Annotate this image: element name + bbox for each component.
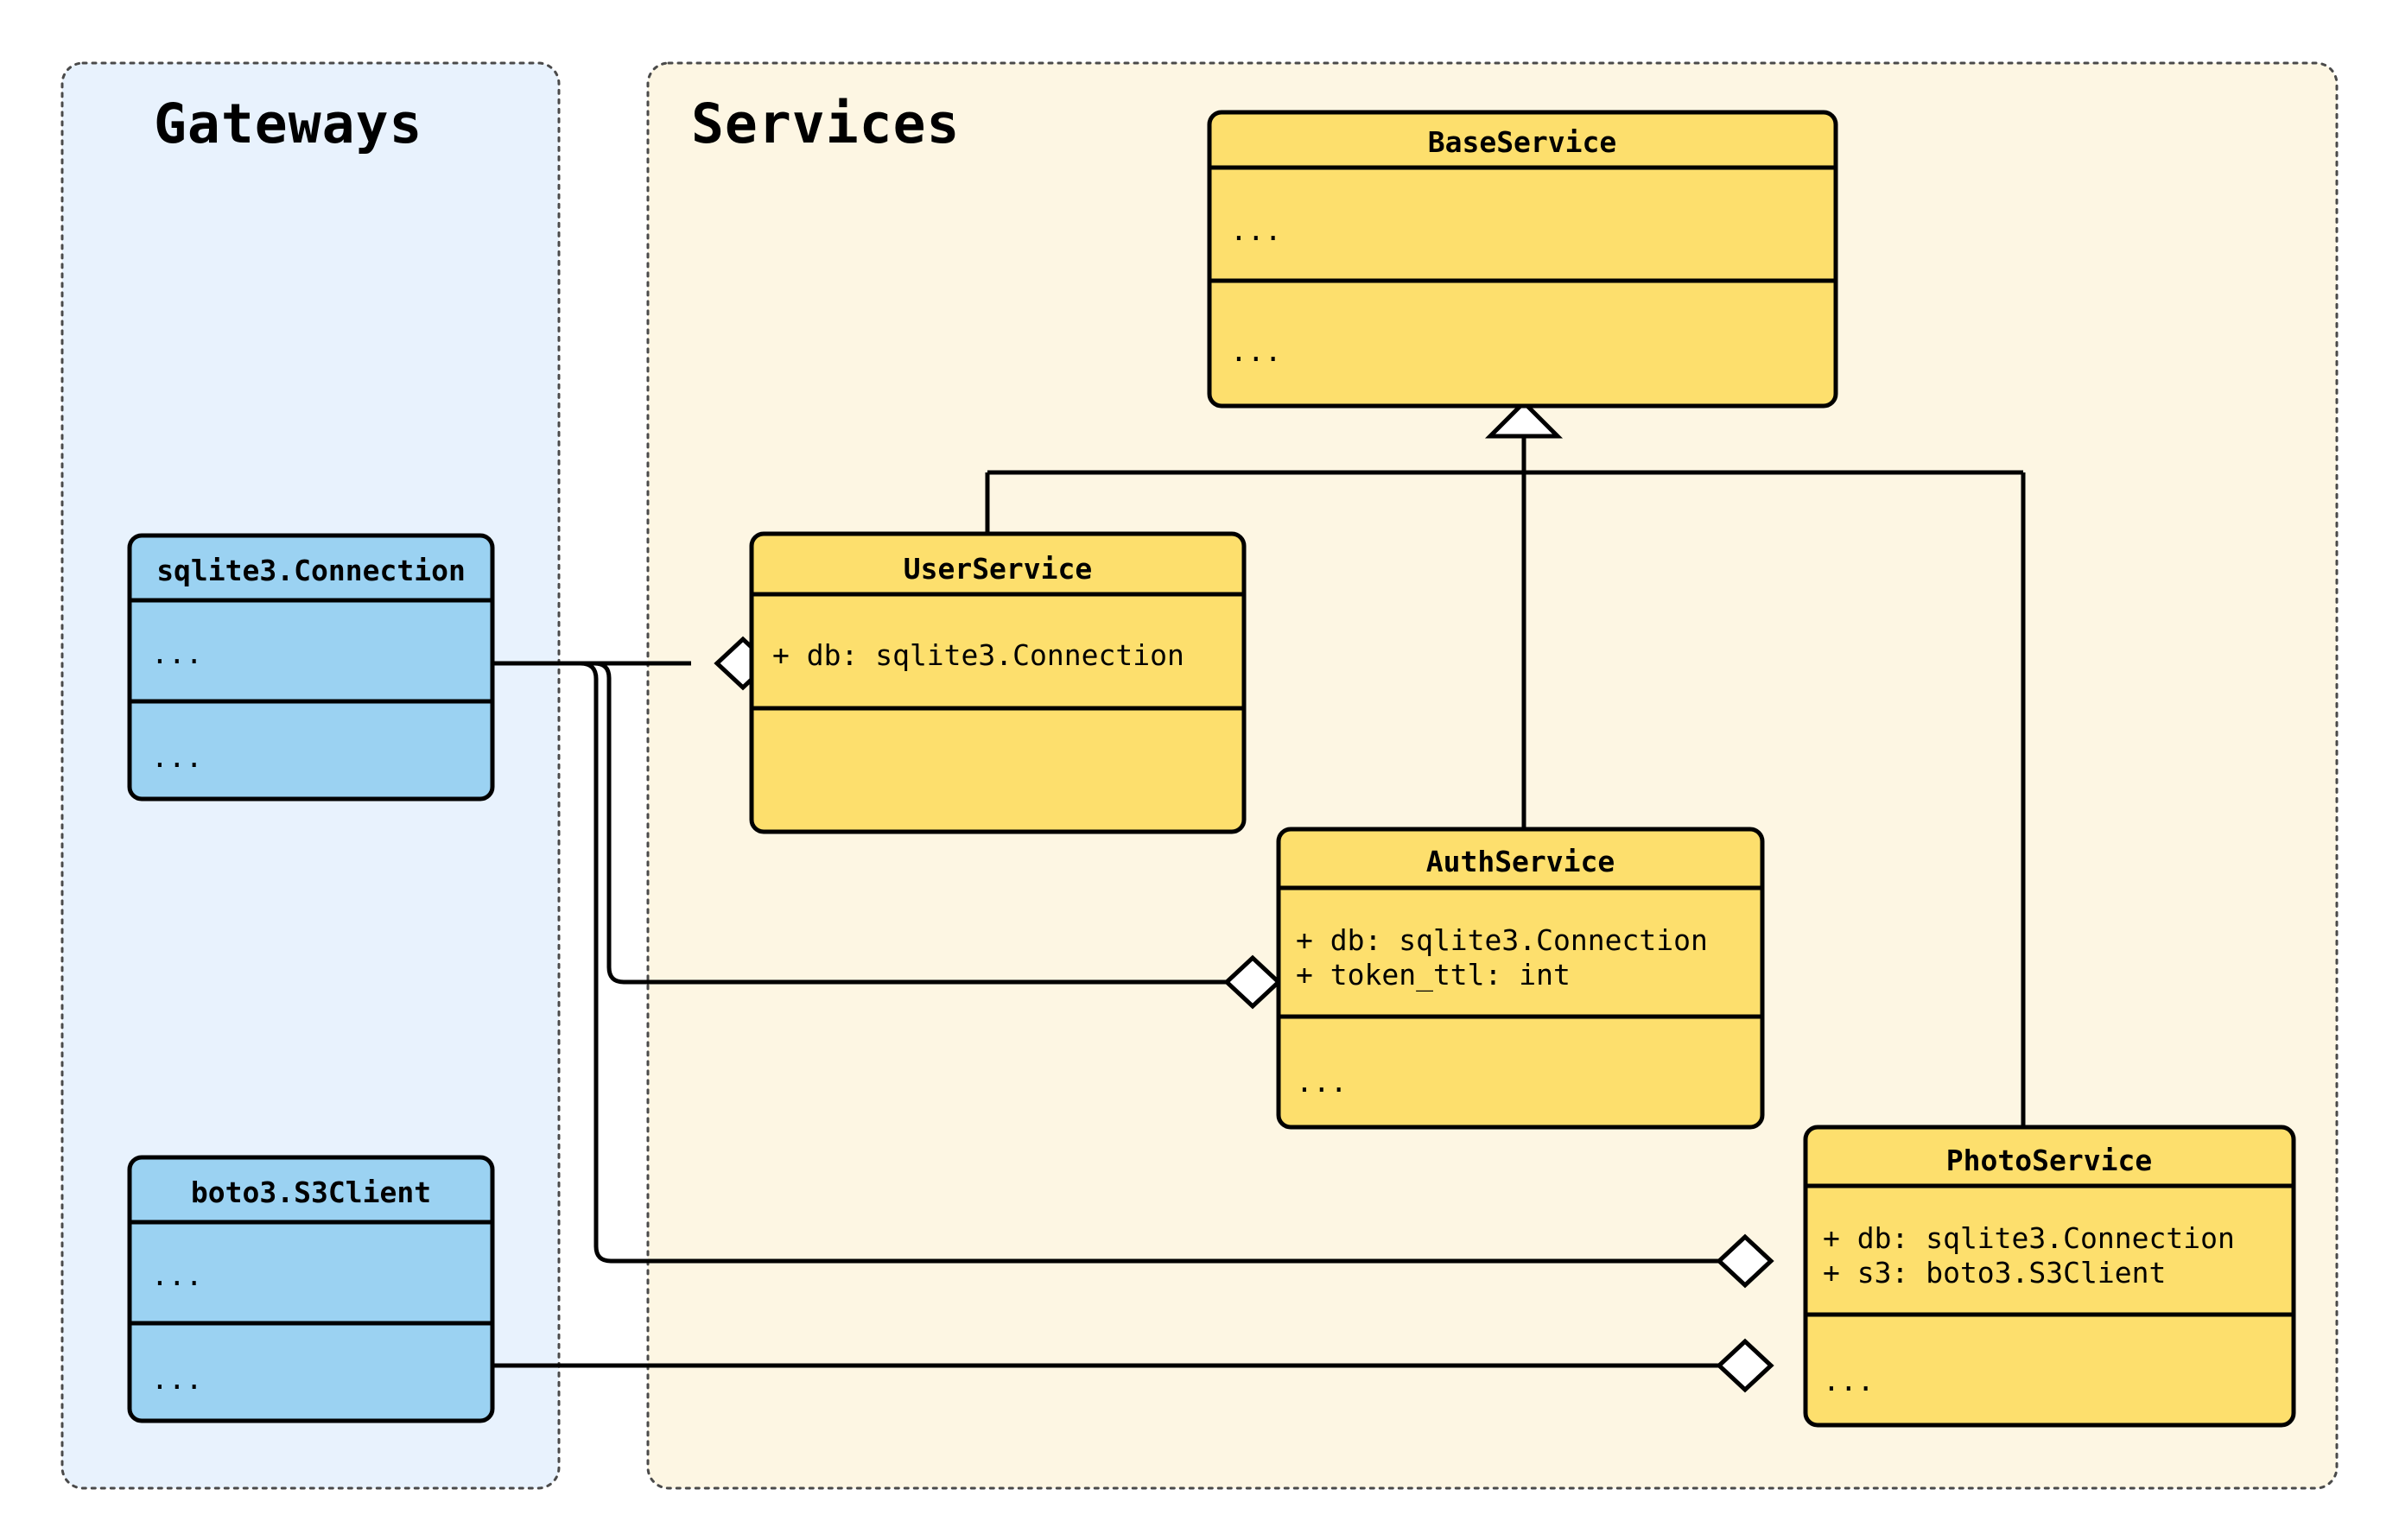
hollow-triangle-icon xyxy=(1484,399,1564,439)
class-boto3-s3client[interactable]: boto3.S3Client ... ... xyxy=(127,1155,495,1423)
class-sqlite3-connection[interactable]: sqlite3.Connection ... ... xyxy=(127,533,495,802)
class-photoservice-attribute-0: + db: sqlite3.Connection xyxy=(1823,1221,2235,1255)
class-authservice-title: AuthService xyxy=(1426,845,1615,878)
class-authservice-method: ... xyxy=(1296,1065,1348,1099)
class-photoservice[interactable]: PhotoService + db: sqlite3.Connection + … xyxy=(1803,1125,2296,1428)
package-services-title: Services xyxy=(691,92,960,155)
class-authservice-attribute-0: + db: sqlite3.Connection xyxy=(1296,923,1708,957)
hollow-diamond-icon xyxy=(1716,1233,1774,1289)
class-photoservice-method: ... xyxy=(1823,1364,1875,1397)
class-authservice-frame xyxy=(1276,827,1765,1130)
class-boto3-s3client-method: ... xyxy=(151,1362,203,1396)
edge-aggregation-authservice-db xyxy=(492,661,1282,1010)
edge-aggregation-photoservice-s3 xyxy=(492,1338,1774,1393)
aggregation-line-authservice-db xyxy=(492,661,1227,985)
class-authservice-attribute-1: + token_ttl: int xyxy=(1296,958,1571,992)
aggregation-line-photoservice-db xyxy=(492,661,1719,1264)
class-photoservice-title: PhotoService xyxy=(1946,1144,2152,1177)
class-baseservice-attribute: ... xyxy=(1230,213,1282,247)
edge-aggregation-photoservice-db xyxy=(492,661,1774,1289)
class-boto3-s3client-title: boto3.S3Client xyxy=(191,1176,431,1209)
class-sqlite3-connection-attribute: ... xyxy=(151,637,203,670)
edge-generalization-bundle xyxy=(985,399,2026,1125)
class-authservice[interactable]: AuthService + db: sqlite3.Connection + t… xyxy=(1276,827,1765,1130)
class-userservice-frame xyxy=(749,531,1247,834)
hollow-diamond-icon xyxy=(1716,1338,1774,1393)
class-baseservice-frame xyxy=(1207,110,1838,409)
class-sqlite3-connection-method: ... xyxy=(151,740,203,774)
class-userservice-attribute: + db: sqlite3.Connection xyxy=(772,638,1184,672)
class-baseservice[interactable]: BaseService ... ... xyxy=(1207,110,1838,409)
class-photoservice-frame xyxy=(1803,1125,2296,1428)
class-userservice[interactable]: UserService + db: sqlite3.Connection xyxy=(749,531,1247,834)
class-baseservice-title: BaseService xyxy=(1428,125,1617,159)
class-baseservice-method: ... xyxy=(1230,334,1282,368)
class-userservice-title: UserService xyxy=(904,552,1093,586)
class-boto3-s3client-attribute: ... xyxy=(151,1258,203,1292)
package-gateways-title: Gateways xyxy=(154,92,422,155)
class-sqlite3-connection-title: sqlite3.Connection xyxy=(156,554,466,587)
class-photoservice-attribute-1: + s3: boto3.S3Client xyxy=(1823,1256,2166,1290)
